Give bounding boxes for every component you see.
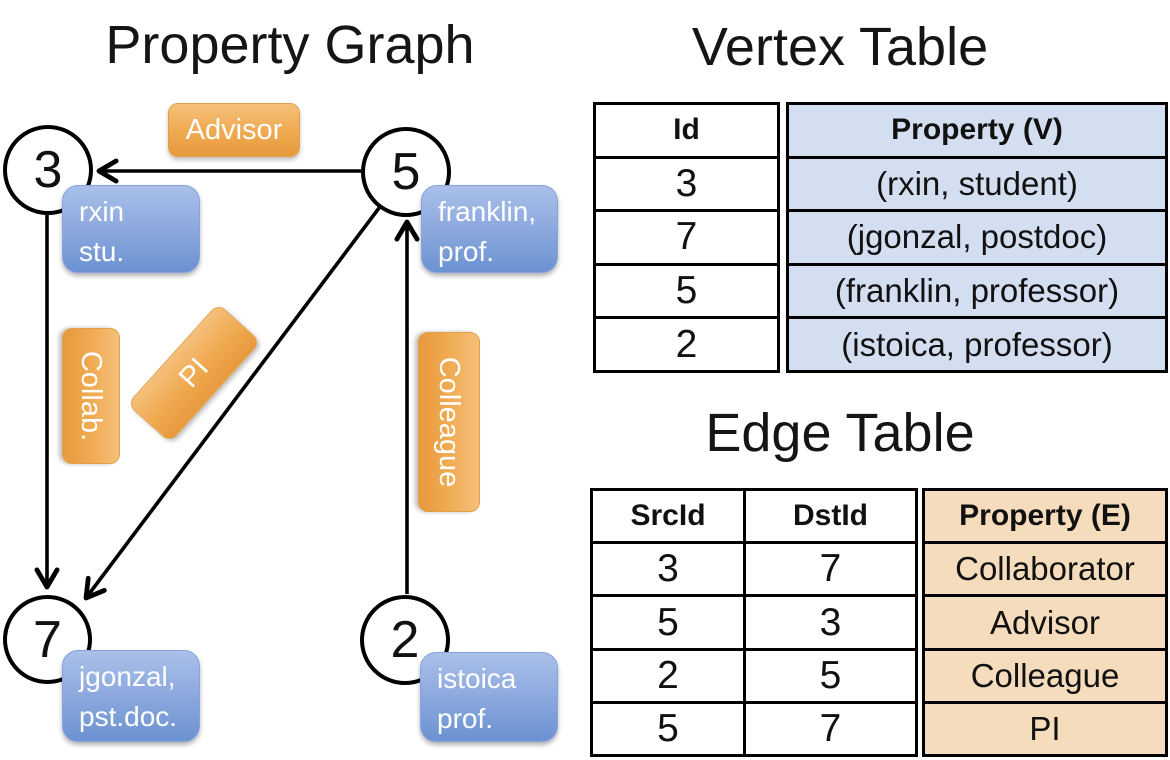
edge-table-header-row: SrcId DstId — [593, 491, 915, 542]
vertex-id-cell: 7 — [596, 209, 777, 263]
vertex-property-cell: (istoica, professor) — [789, 316, 1165, 370]
node-3-id: 3 — [33, 141, 63, 199]
vertex-property-box-franklin: franklin, prof. — [421, 185, 558, 273]
vertex-property-box-istoica: istoica prof. — [420, 652, 558, 742]
edge-table-title: Edge Table — [705, 403, 975, 463]
edge-dstid-cell: 7 — [743, 703, 915, 755]
edge-label-advisor: Advisor — [168, 103, 300, 157]
edge-table-id-columns: SrcId DstId 3 7 5 3 2 5 5 7 — [590, 488, 918, 757]
edge-dstid-cell: 7 — [743, 544, 915, 595]
graph-node-5: 5 — [361, 127, 451, 217]
edge-srcid-header: SrcId — [630, 499, 706, 533]
edge-table-row: 5 7 — [593, 700, 915, 755]
vertex-property-line: pst.doc. — [79, 700, 178, 732]
vertex-property-line: franklin, — [438, 196, 537, 227]
edge-dstid-cell: 3 — [743, 597, 915, 648]
edge-label-collab: Collab. — [62, 328, 120, 464]
edge-table-row: 5 3 — [593, 594, 915, 648]
edge-property-cell: Advisor — [925, 594, 1165, 647]
vertex-property-cell: (franklin, professor) — [789, 262, 1165, 317]
edge-table-row: 2 5 — [593, 647, 915, 701]
vertex-property-line: rxin — [79, 196, 125, 227]
vertex-id-cell: 3 — [596, 155, 777, 210]
vertex-property-box-jgonzal: jgonzal, pst.doc. — [62, 650, 200, 742]
edge-label-colleague: Colleague — [418, 332, 480, 512]
vertex-id-cell: 5 — [596, 262, 777, 317]
edge-property-cell: Colleague — [925, 647, 1165, 701]
property-graph-title: Property Graph — [105, 15, 475, 75]
edge-property-cell: Collaborator — [925, 541, 1165, 594]
vertex-table-id-column: Id 3 7 5 2 — [593, 102, 780, 373]
edge-srcid-cell: 3 — [657, 547, 679, 591]
edge-srcid-cell: 5 — [657, 600, 679, 644]
vertex-property-line: stu. — [79, 235, 125, 267]
edge-srcid-cell: 5 — [657, 706, 679, 750]
edge-5-to-7-pi — [83, 206, 381, 601]
node-7-id: 7 — [33, 610, 62, 669]
vertex-property-box-rxin: rxin stu. — [62, 185, 200, 273]
vertex-property-line: prof. — [437, 702, 494, 734]
graph-node-2: 2 — [360, 595, 450, 685]
vertex-property-cell: (rxin, student) — [789, 155, 1165, 210]
node-2-id: 2 — [390, 611, 420, 669]
edge-srcid-cell: 2 — [657, 653, 679, 697]
vertex-property-header: Property (V) — [891, 113, 1063, 147]
graph-edges — [34, 158, 420, 601]
vertex-property-line: istoica — [437, 663, 517, 694]
vertex-property-line: prof. — [438, 235, 495, 267]
edge-table-row: 3 7 — [593, 541, 915, 595]
edge-table-property-column: Property (E) Collaborator Advisor Collea… — [922, 488, 1168, 757]
vertex-property-cell: (jgonzal, postdoc) — [789, 209, 1165, 263]
edge-dstid-cell: 5 — [743, 650, 915, 701]
vertex-property-line: jgonzal, — [79, 661, 176, 692]
node-5-id: 5 — [391, 143, 421, 201]
edge-property-header: Property (E) — [959, 499, 1131, 533]
edge-property-cell: PI — [925, 700, 1165, 754]
edge-dstid-header: DstId — [743, 491, 915, 542]
vertex-table-title: Vertex Table — [691, 17, 989, 77]
vertex-table-property-column: Property (V) (rxin, student) (jgonzal, p… — [786, 102, 1168, 373]
vertex-id-header: Id — [673, 113, 700, 147]
vertex-id-cell: 2 — [596, 316, 777, 370]
